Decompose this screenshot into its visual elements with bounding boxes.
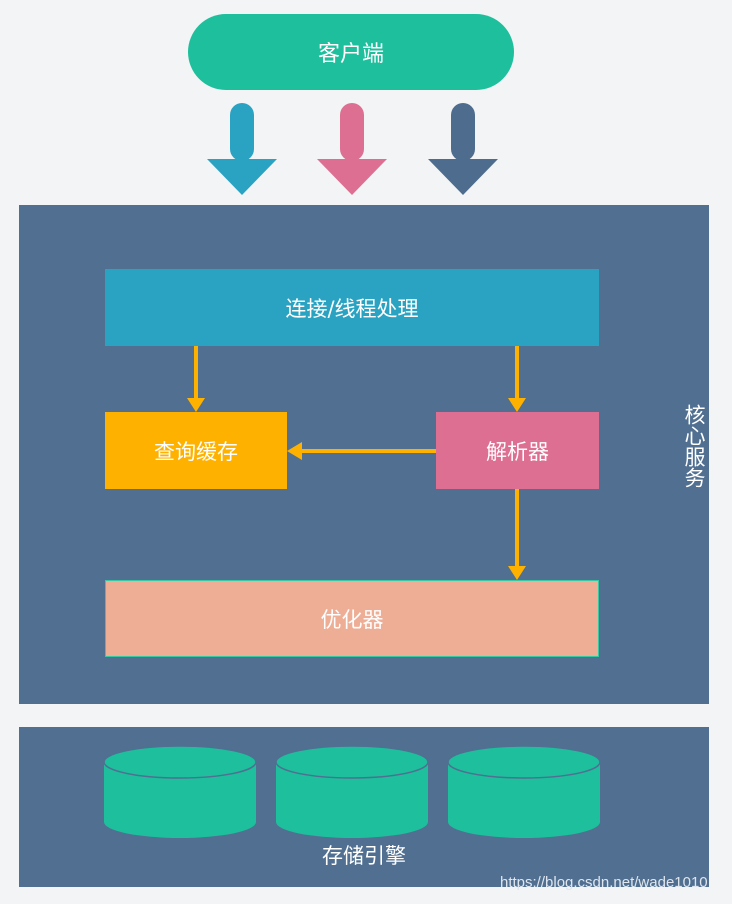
query-cache-label: 查询缓存 [154,439,238,464]
core-service-label: 核心服务 [682,404,706,488]
storage-engine-label: 存储引擎 [322,844,406,868]
storage-cylinder-3-icon [448,746,600,838]
storage-cylinder-2-icon [276,746,428,838]
client-node: 客户端 [188,14,514,90]
connection-thread-label: 连接/线程处理 [285,296,419,321]
arrow-down-2-icon [317,103,387,195]
storage-cylinder-1-icon [104,746,256,838]
parser-box: 解析器 [436,412,599,489]
arrow-down-3-icon [428,103,498,195]
watermark-text: https://blog.csdn.net/wade1010 [500,874,708,891]
optimizer-box: 优化器 [105,580,599,657]
parser-label: 解析器 [486,439,549,464]
connection-thread-box: 连接/线程处理 [105,269,599,346]
optimizer-label: 优化器 [320,607,384,632]
query-cache-box: 查询缓存 [105,412,287,489]
arrow-down-1-icon [207,103,277,195]
client-label: 客户端 [317,42,384,67]
